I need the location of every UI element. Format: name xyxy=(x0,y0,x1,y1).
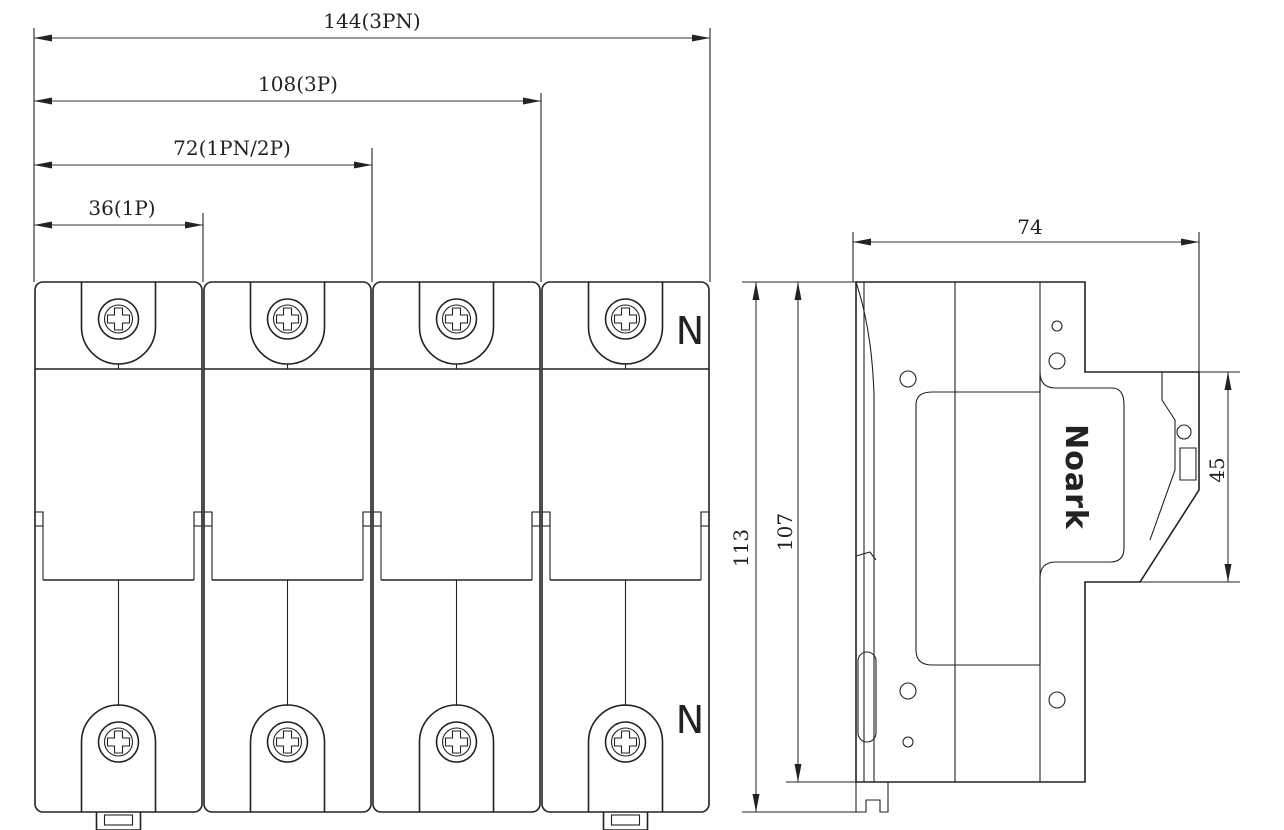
terminal-screw-icon xyxy=(266,298,309,340)
neutral-label-bottom: N xyxy=(676,698,704,742)
dimension-depth-74: 74 xyxy=(852,215,1200,372)
poles xyxy=(34,281,710,830)
dimension-width-1p: 36(1P) xyxy=(34,196,203,229)
terminal-screw-icon xyxy=(435,721,478,763)
dimension-label-3pn: 144(3PN) xyxy=(323,9,420,33)
terminal-screw-icon xyxy=(266,721,309,763)
pole-module xyxy=(372,281,541,813)
pole-module xyxy=(34,281,203,830)
dimension-width-3pn: 144(3PN) xyxy=(34,9,710,42)
dimension-label-3p: 108(3P) xyxy=(258,72,338,96)
brand-logo: Noark xyxy=(1058,424,1093,530)
dimension-label-74: 74 xyxy=(1017,215,1042,239)
terminal-screw-icon xyxy=(97,298,140,340)
dimension-label-1p: 36(1P) xyxy=(88,196,155,220)
terminal-screw-icon xyxy=(435,298,478,340)
dimension-label-45: 45 xyxy=(1205,457,1229,482)
neutral-label-top: N xyxy=(676,309,704,353)
side-bottom-features xyxy=(855,551,889,813)
terminal-screw-icon xyxy=(604,298,647,340)
terminal-screw-icon xyxy=(604,721,647,763)
pole-module xyxy=(203,281,372,813)
dimension-height-113: 113 xyxy=(729,281,860,813)
dimension-din-45: 45 xyxy=(1140,371,1240,583)
dimension-label-113: 113 xyxy=(729,529,753,567)
dimension-width-3p: 108(3P) xyxy=(34,72,541,105)
side-panel xyxy=(915,282,1125,782)
side-view: 74 113 107 45 xyxy=(729,215,1240,813)
front-extension-lines xyxy=(33,28,711,282)
side-body-outline xyxy=(855,281,1200,783)
dimension-height-107: 107 xyxy=(773,282,860,783)
front-view: 144(3PN) 108(3P) 72(1PN/2P) 36(1P) N N xyxy=(33,9,711,830)
dimension-width-1pn-2p: 72(1PN/2P) xyxy=(34,136,372,169)
pole-module xyxy=(541,281,710,830)
dimension-label-107: 107 xyxy=(773,513,797,551)
dimension-label-1pn-2p: 72(1PN/2P) xyxy=(173,136,291,160)
side-holes xyxy=(899,320,1066,748)
terminal-screw-icon xyxy=(97,721,140,763)
